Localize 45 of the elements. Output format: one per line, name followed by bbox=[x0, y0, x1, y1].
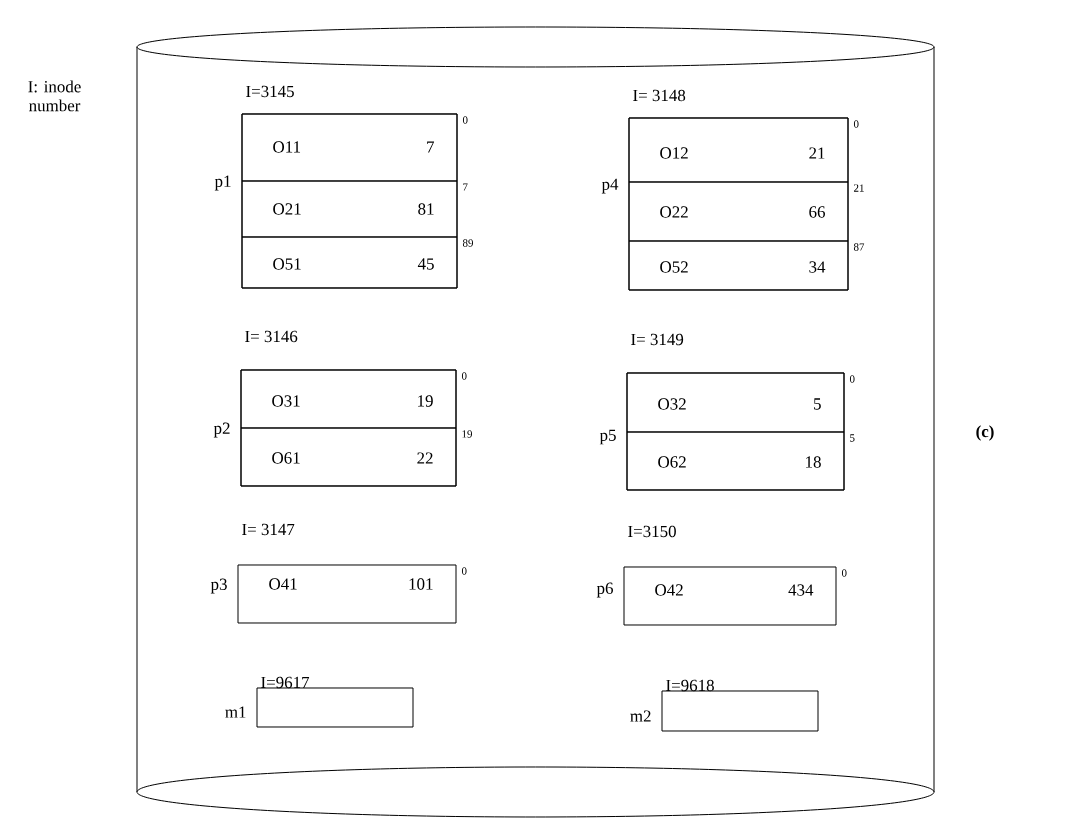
offset-number: 21 bbox=[854, 184, 864, 192]
panel-label: (c) bbox=[976, 425, 994, 441]
file-label: p2 bbox=[213, 422, 230, 438]
inode-label: I=9617 bbox=[261, 676, 310, 689]
offset-number: 87 bbox=[853, 243, 865, 251]
record-size: 101 bbox=[409, 578, 433, 590]
offset-number: 0 bbox=[462, 116, 468, 124]
file-label: p6 bbox=[596, 582, 613, 598]
record-row: O51 45 bbox=[241, 236, 458, 289]
inode-label: I=3150 bbox=[628, 525, 676, 538]
file-label: p3 bbox=[210, 578, 227, 594]
inode-label: I= 3148 bbox=[633, 89, 686, 102]
record-name: O42 bbox=[655, 584, 683, 596]
disk-drawing bbox=[136, 26, 935, 818]
record-row: O32 5 bbox=[626, 372, 845, 433]
file-label: m1 bbox=[225, 706, 246, 718]
offset-number: 0 bbox=[461, 372, 467, 380]
offset-number: 0 bbox=[853, 120, 859, 128]
inode-label: I=3145 bbox=[246, 85, 294, 98]
file-label: p1 bbox=[214, 175, 231, 191]
record-row: O61 22 bbox=[240, 427, 457, 487]
inode-label: I=9618 bbox=[666, 679, 714, 692]
record-row: O62 18 bbox=[626, 431, 845, 491]
inode-label: I= 3149 bbox=[631, 333, 684, 346]
file-label: p4 bbox=[601, 178, 619, 194]
file-label: m2 bbox=[630, 710, 651, 722]
record-row: O52 34 bbox=[628, 240, 849, 291]
inode-label: I= 3146 bbox=[245, 330, 298, 343]
inode-label: I= 3147 bbox=[242, 523, 295, 536]
offset-number: 19 bbox=[462, 430, 472, 438]
offset-number: 5 bbox=[850, 434, 855, 442]
record-row: O22 66 bbox=[628, 181, 849, 242]
record-row: O11 7 bbox=[241, 113, 458, 182]
offset-number: 0 bbox=[849, 375, 855, 383]
file-label: p5 bbox=[599, 429, 616, 445]
note-text: I: inode number bbox=[28, 80, 81, 112]
offset-number: 89 bbox=[462, 239, 473, 247]
offset-number: 0 bbox=[841, 569, 847, 577]
record-size: 434 bbox=[788, 584, 814, 596]
offset-number: 7 bbox=[463, 183, 468, 191]
record-row: O31 19 bbox=[240, 369, 457, 429]
record-name: O41 bbox=[269, 578, 297, 590]
record-row: O21 81 bbox=[241, 180, 458, 238]
record-row: O12 21 bbox=[628, 117, 849, 183]
offset-number: 0 bbox=[461, 567, 467, 575]
